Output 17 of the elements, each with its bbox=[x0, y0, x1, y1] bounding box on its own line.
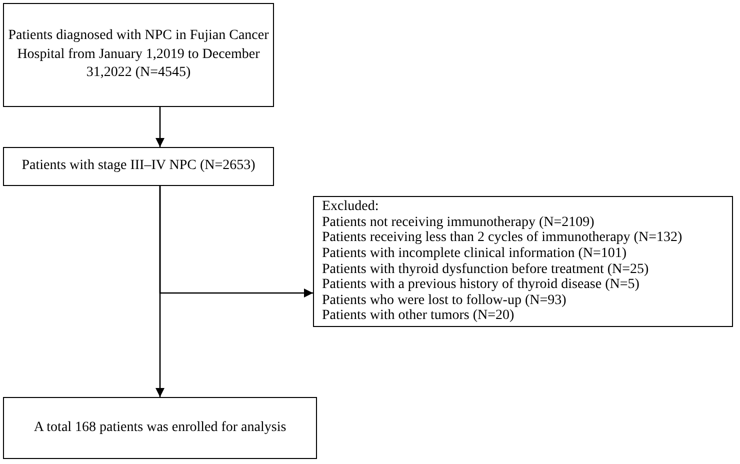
box-text: Patients who were lost to follow-up (N=93) bbox=[322, 292, 566, 308]
arrow bbox=[156, 186, 164, 397]
process-box bbox=[3, 147, 274, 186]
box-text: Patients receiving less than 2 cycles of immunotherapy (N=132) bbox=[322, 230, 682, 246]
box-text: Patients with a previous history of thyroid disease (N=5) bbox=[322, 277, 640, 293]
box-text: A total 168 patients was enrolled for analysis bbox=[34, 418, 286, 437]
box-text: Patients with stage III–IV NPC (N=2653) bbox=[22, 157, 256, 176]
process-box bbox=[3, 3, 274, 107]
arrow bbox=[156, 107, 164, 147]
box-text: Patients diagnosed with NPC in Fujian Cancer Hospital from January 1,2019 to December 31,2022 (N=4545) bbox=[7, 27, 270, 82]
process-box bbox=[3, 397, 317, 459]
box-text: Patients not receiving immunotherapy (N=2109) bbox=[322, 214, 594, 230]
box-text: Patients with incomplete clinical information (N=101) bbox=[322, 246, 627, 262]
box-heading: Excluded: bbox=[322, 199, 379, 215]
box-text: Patients with other tumors (N=20) bbox=[322, 308, 514, 324]
box-text: Patients with thyroid dysfunction before treatment (N=25) bbox=[322, 262, 649, 278]
exclusion-box bbox=[313, 196, 733, 327]
